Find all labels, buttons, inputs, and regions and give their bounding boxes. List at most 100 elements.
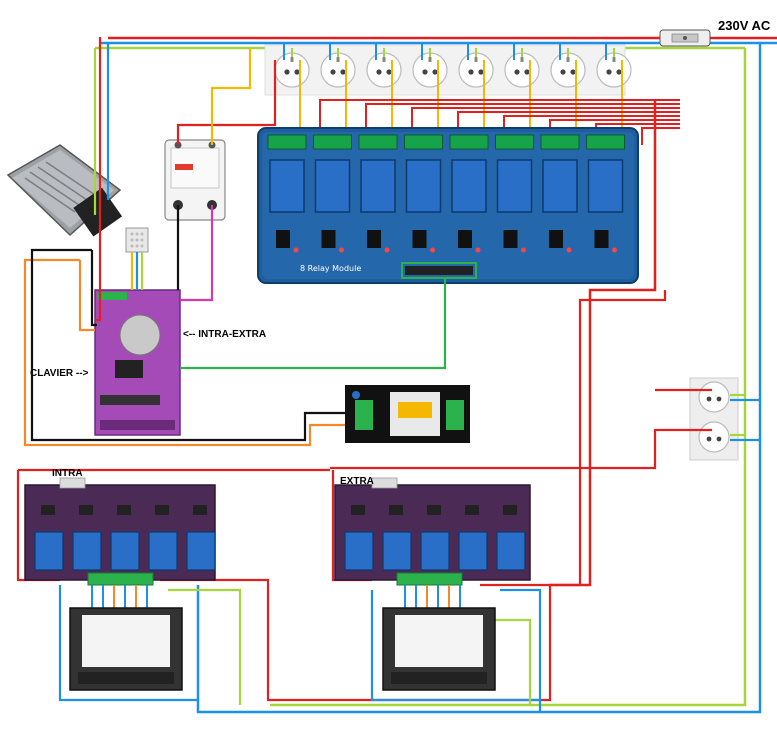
sub-relay-body bbox=[458, 531, 488, 571]
board-intra-label: INTRA bbox=[52, 468, 83, 479]
relay-body bbox=[269, 159, 305, 213]
relay-terminal bbox=[449, 134, 489, 150]
socket-pin bbox=[422, 69, 428, 75]
temperature-sensor bbox=[125, 227, 149, 253]
socket-pin bbox=[560, 69, 566, 75]
transformer-intra bbox=[69, 607, 183, 691]
socket-pin bbox=[706, 396, 712, 402]
socket-pin bbox=[432, 69, 438, 75]
socket-pin bbox=[478, 69, 484, 75]
relay-body bbox=[451, 159, 487, 213]
ac-supply-label: 230V AC bbox=[718, 18, 771, 33]
relay-terminal bbox=[267, 134, 307, 150]
relay-terminal bbox=[495, 134, 534, 150]
relay-led bbox=[521, 247, 526, 253]
relay-feed-wire bbox=[641, 127, 680, 145]
sub-relay-body bbox=[148, 531, 178, 571]
side-socket bbox=[698, 421, 730, 453]
relay-terminal bbox=[586, 134, 625, 150]
relay-led bbox=[293, 247, 299, 253]
relay-body bbox=[496, 159, 533, 213]
sub-relay-driver bbox=[117, 505, 131, 515]
relay-body bbox=[405, 159, 442, 213]
controller-note: <-- INTRA-EXTRA bbox=[183, 329, 266, 340]
socket-pin bbox=[706, 436, 712, 442]
sub-relay bbox=[382, 505, 412, 571]
sub-board-relays bbox=[34, 505, 526, 571]
terminal-strip-extra bbox=[396, 572, 463, 586]
sub-relay-driver bbox=[465, 505, 479, 515]
extra-wiring bbox=[331, 290, 667, 712]
sub-relay bbox=[72, 505, 102, 571]
socket-earth bbox=[382, 57, 386, 62]
sub-relay-driver bbox=[193, 505, 207, 515]
socket-pin bbox=[524, 69, 530, 75]
transformer-extra bbox=[382, 607, 496, 691]
sub-relay-body bbox=[496, 531, 526, 571]
side-socket bbox=[698, 381, 730, 413]
socket-earth bbox=[290, 57, 294, 62]
socket-pin bbox=[468, 69, 474, 75]
relay-transistor bbox=[412, 230, 427, 248]
socket-pin bbox=[386, 69, 392, 75]
socket-earth bbox=[612, 57, 616, 62]
socket bbox=[320, 52, 356, 88]
board-extra-label: EXTRA bbox=[340, 476, 374, 487]
relay-transistor bbox=[503, 230, 518, 248]
terminal-strip-intra bbox=[87, 572, 154, 586]
sub-relay-driver bbox=[79, 505, 93, 515]
socket bbox=[458, 52, 494, 88]
sub-relay-body bbox=[72, 531, 102, 571]
relay-transistor bbox=[321, 230, 336, 248]
intra-wiring bbox=[16, 468, 552, 705]
transformer-leads bbox=[91, 585, 461, 610]
relay-transistor bbox=[549, 230, 563, 248]
sub-relay bbox=[148, 505, 178, 571]
relay-body bbox=[360, 159, 396, 213]
relay-terminal bbox=[540, 134, 580, 150]
relay-terminal bbox=[313, 134, 352, 150]
relay-led bbox=[384, 247, 390, 253]
relay bbox=[495, 134, 534, 253]
relay-led bbox=[339, 247, 344, 253]
sub-relay-body bbox=[110, 531, 140, 571]
power-supply bbox=[6, 144, 123, 237]
sub-relay bbox=[344, 505, 374, 571]
sub-relay-body bbox=[344, 531, 374, 571]
socket-pin bbox=[716, 396, 722, 402]
socket-face bbox=[698, 421, 730, 453]
sub-relay-driver bbox=[41, 505, 55, 515]
socket-earth bbox=[336, 57, 340, 62]
socket-pin bbox=[376, 69, 382, 75]
relay bbox=[449, 134, 489, 253]
fuse-holder bbox=[659, 29, 711, 47]
relay-body bbox=[587, 159, 624, 213]
socket-pin bbox=[606, 69, 612, 75]
socket-earth bbox=[520, 57, 524, 62]
relay bbox=[404, 134, 443, 253]
sub-relay bbox=[496, 505, 526, 571]
sub-relay-driver bbox=[503, 505, 517, 515]
relay-module-header bbox=[401, 262, 477, 279]
relay bbox=[267, 134, 307, 253]
relay bbox=[540, 134, 580, 253]
sub-relay bbox=[110, 505, 140, 571]
socket bbox=[366, 52, 402, 88]
relay-body bbox=[314, 159, 351, 213]
relay-terminal bbox=[358, 134, 398, 150]
signal-wires bbox=[23, 37, 447, 447]
socket-pin bbox=[294, 69, 300, 75]
sub-relay-driver bbox=[155, 505, 169, 515]
sub-relay bbox=[420, 505, 450, 571]
socket-earth bbox=[566, 57, 570, 62]
socket-pin bbox=[340, 69, 346, 75]
relay bbox=[313, 134, 352, 253]
socket bbox=[274, 52, 310, 88]
socket-earth bbox=[474, 57, 478, 62]
controller-board bbox=[94, 289, 181, 436]
socket-pin bbox=[616, 69, 622, 75]
socket-pin bbox=[284, 69, 290, 75]
relay bbox=[586, 134, 625, 253]
